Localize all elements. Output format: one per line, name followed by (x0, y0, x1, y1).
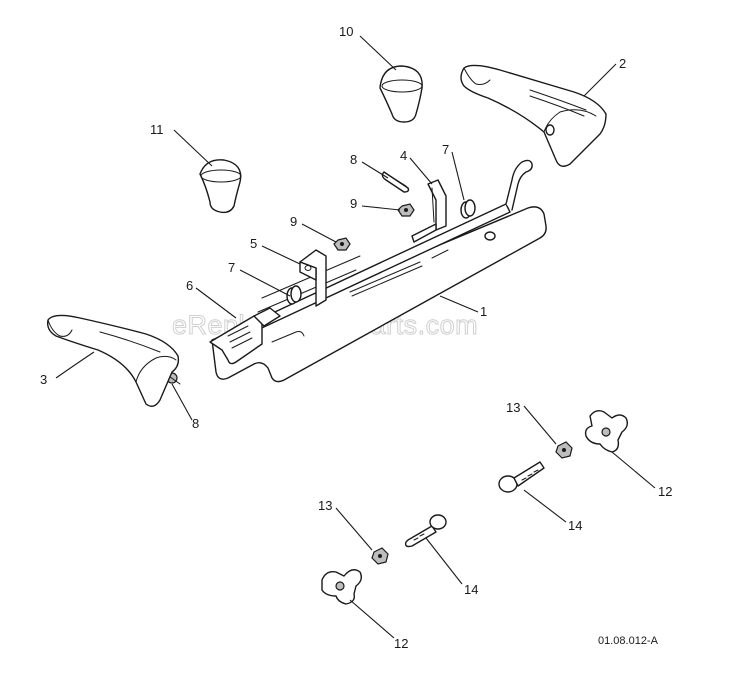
spring-clip-icon (209, 307, 281, 365)
locknut-icon (371, 547, 389, 565)
nut-icon (397, 203, 415, 217)
callout-12-upper: 12 (658, 484, 672, 499)
callout-9-upper: 9 (350, 196, 357, 211)
callout-12-lower: 12 (394, 636, 408, 651)
star-knob-icon (321, 569, 363, 605)
callout-7-upper: 7 (442, 142, 449, 157)
callout-8-upper: 8 (350, 152, 357, 167)
callout-10: 10 (339, 24, 353, 39)
left-handle-grip-icon (46, 314, 180, 407)
carriage-bolt-icon (404, 514, 447, 548)
nut-icon (333, 237, 351, 251)
right-handle-grip-icon (460, 64, 607, 167)
star-knob-icon (584, 409, 629, 453)
leader-lines (55, 35, 656, 639)
left-bracket-icon (299, 249, 327, 307)
callout-7-lower: 7 (228, 260, 235, 275)
carriage-bolt-icon (498, 461, 545, 493)
callout-1: 1 (480, 304, 487, 319)
callout-labels: 10 2 11 8 4 7 9 9 5 7 6 1 3 8 13 12 14 1… (40, 24, 672, 651)
collar-icon (286, 285, 302, 305)
right-bracket-icon (411, 179, 447, 243)
callout-6: 6 (186, 278, 193, 293)
callout-13-upper: 13 (506, 400, 520, 415)
collar-icon (460, 199, 476, 219)
knob-icon (379, 65, 423, 123)
callout-8-lower: 8 (192, 416, 199, 431)
callout-5: 5 (250, 236, 257, 251)
callout-3: 3 (40, 372, 47, 387)
callout-14-lower: 14 (464, 582, 478, 597)
callout-13-lower: 13 (318, 498, 332, 513)
callout-2: 2 (619, 56, 626, 71)
knob-icon (199, 159, 242, 214)
callout-4: 4 (400, 148, 407, 163)
callout-9-lower: 9 (290, 214, 297, 229)
drawing-code: 01.08.012-A (598, 635, 659, 647)
shaft-assembly-plate-icon (211, 159, 547, 383)
locknut-icon (555, 441, 573, 459)
pin-icon (381, 171, 410, 193)
callout-14-upper: 14 (568, 518, 582, 533)
callout-11: 11 (150, 122, 164, 137)
